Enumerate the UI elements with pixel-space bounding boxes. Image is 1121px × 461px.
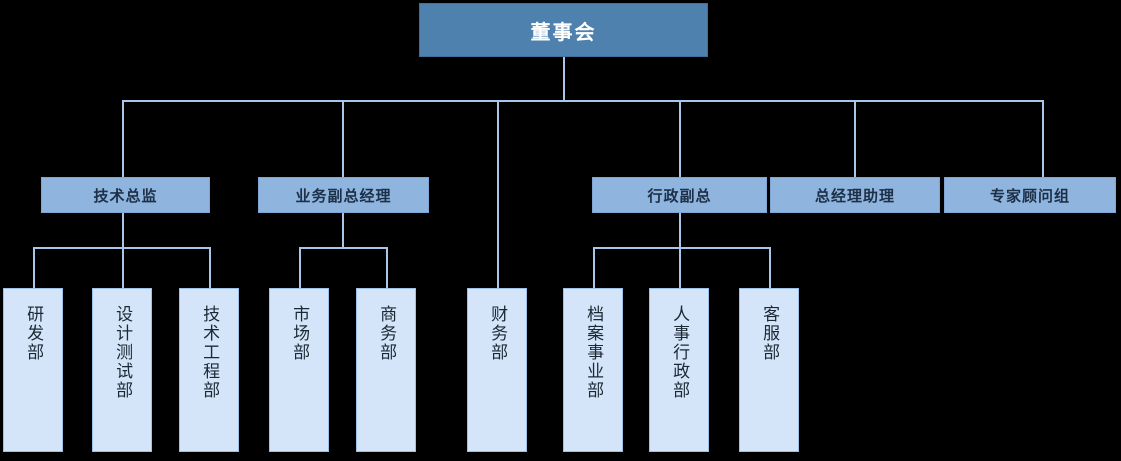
connector-drop-rd-dept — [33, 247, 35, 288]
node-expert-advisory-label: 专家顾问组 — [989, 186, 1070, 205]
connector-drop-tech-director — [122, 100, 124, 177]
node-commerce-label: 商务部 — [376, 305, 397, 362]
node-expert-advisory[interactable]: 专家顾问组 — [944, 177, 1116, 213]
node-rd-dept-label: 研发部 — [23, 305, 44, 362]
node-tech-director-label: 技术总监 — [93, 186, 158, 205]
connector-level2-bus — [122, 100, 1043, 102]
node-admin-vp-label: 行政副总 — [647, 186, 712, 205]
connector-stem-tech-director — [122, 213, 124, 248]
node-rd-dept[interactable]: 研发部 — [3, 288, 63, 452]
node-board-label: 董事会 — [530, 19, 597, 44]
node-design-test[interactable]: 设计测试部 — [92, 288, 152, 452]
connector-stem-business-vp — [342, 213, 344, 248]
node-marketing-label: 市场部 — [289, 305, 310, 362]
node-gm-assistant-label: 总经理助理 — [814, 186, 895, 205]
connector-bus-tech-director — [33, 247, 210, 249]
node-customer-svc[interactable]: 客服部 — [739, 288, 799, 452]
connector-drop-hr-admin — [679, 247, 681, 288]
node-admin-vp[interactable]: 行政副总 — [592, 177, 767, 213]
connector-drop-design-test — [122, 247, 124, 288]
connector-drop-finance — [497, 100, 499, 288]
node-business-vp-label: 业务副总经理 — [295, 186, 392, 205]
node-tech-director[interactable]: 技术总监 — [41, 177, 210, 213]
node-finance-label: 财务部 — [487, 305, 508, 362]
node-marketing[interactable]: 市场部 — [269, 288, 329, 452]
connector-drop-gm-assistant — [854, 100, 856, 177]
connector-drop-marketing — [299, 247, 301, 288]
node-commerce[interactable]: 商务部 — [356, 288, 416, 452]
node-tech-eng-label: 技术工程部 — [199, 305, 220, 400]
node-tech-eng[interactable]: 技术工程部 — [179, 288, 239, 452]
node-design-test-label: 设计测试部 — [112, 305, 133, 400]
connector-drop-expert-advisory — [1042, 100, 1044, 177]
connector-drop-business-vp — [342, 100, 344, 177]
node-hr-admin[interactable]: 人事行政部 — [649, 288, 709, 452]
node-gm-assistant[interactable]: 总经理助理 — [770, 177, 940, 213]
connector-root-stem — [563, 57, 565, 101]
connector-drop-tech-eng — [209, 247, 211, 288]
connector-drop-archives — [593, 247, 595, 288]
node-archives[interactable]: 档案事业部 — [563, 288, 623, 452]
node-finance[interactable]: 财务部 — [467, 288, 527, 452]
node-archives-label: 档案事业部 — [583, 305, 604, 400]
node-business-vp[interactable]: 业务副总经理 — [258, 177, 429, 213]
node-customer-svc-label: 客服部 — [759, 305, 780, 362]
node-hr-admin-label: 人事行政部 — [669, 305, 690, 400]
connector-drop-commerce — [386, 247, 388, 288]
connector-drop-admin-vp — [679, 100, 681, 177]
connector-bus-business-vp — [299, 247, 387, 249]
connector-drop-customer-svc — [769, 247, 771, 288]
connector-stem-admin-vp — [679, 213, 681, 248]
node-board[interactable]: 董事会 — [419, 3, 708, 57]
connector-bus-admin-vp — [593, 247, 771, 249]
